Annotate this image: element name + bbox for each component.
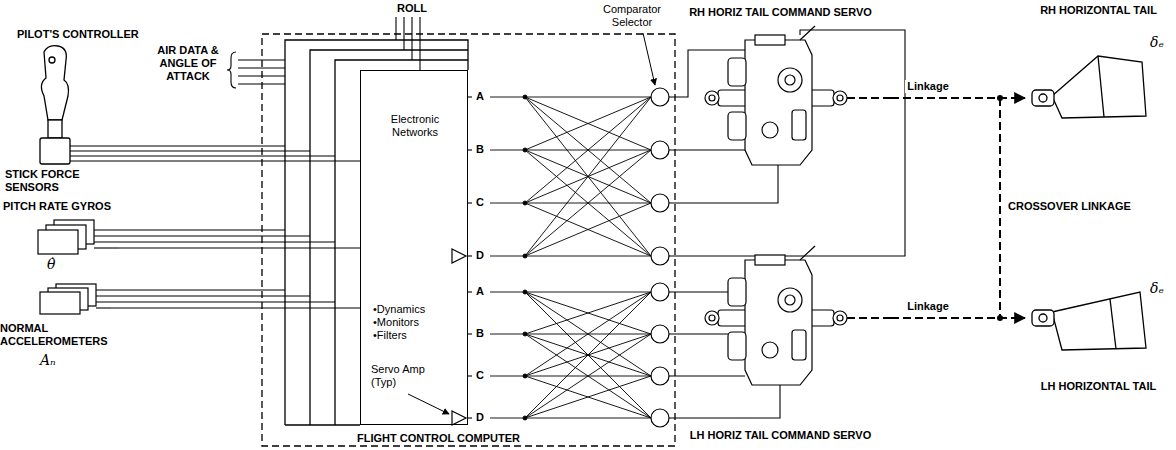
- computer-housing: [262, 34, 675, 446]
- symbol-label: Aₙ: [40, 352, 64, 368]
- connector-label: Linkage: [905, 300, 951, 313]
- leader-line: [408, 394, 449, 414]
- tail-title: LH HORIZONTAL TAIL: [1025, 380, 1172, 393]
- linkage-label: CROSSOVER LINKAGE: [1008, 200, 1158, 213]
- connector-label: Linkage: [905, 80, 951, 93]
- linkage: [847, 98, 1000, 318]
- channel-letter: A: [474, 90, 486, 103]
- cross-strapping: [490, 88, 669, 427]
- leader-line: [643, 33, 655, 85]
- connector: [111, 307, 360, 308]
- channel-letter: A: [474, 285, 486, 298]
- input-label: ROLL: [392, 2, 432, 15]
- channel-letter: B: [474, 327, 486, 340]
- accelerometer-wires: [96, 290, 335, 308]
- control-stick: [40, 46, 70, 164]
- horizontal-tail: LH HORIZONTAL TAIL δₑ: [1025, 280, 1172, 398]
- rate-gyros: [38, 220, 94, 254]
- roll-wires: [396, 17, 420, 70]
- horizontal-tail: [1032, 56, 1146, 118]
- device-title: PITCH RATE GYROS: [3, 200, 119, 213]
- command-servo: LH HORIZ TAIL COMMAND SERVO: [670, 266, 891, 448]
- symbol-label: θ̇: [47, 256, 67, 272]
- computer-board: Electronic Networks •Dynamics •Monitors •…: [360, 70, 468, 425]
- horizontal-tail: RH HORIZONTAL TAIL δₑ: [1025, 4, 1172, 134]
- connector: [891, 97, 1025, 99]
- tail-title: RH HORIZONTAL TAIL: [1025, 4, 1172, 17]
- stick-wires: [70, 146, 335, 161]
- symbol-label: δₑ: [1150, 34, 1170, 50]
- servo-title: LH HORIZ TAIL COMMAND SERVO: [670, 429, 891, 442]
- pitch-rate-gyros: PITCH RATE GYROS θ̇: [3, 200, 119, 276]
- pilot-controller: PILOT'S CONTROLLER STICK FORCE SENSORS: [5, 28, 146, 200]
- connector: [146, 160, 360, 161]
- callout-label: Comparator Selector: [596, 3, 668, 29]
- normal-accelerometers: NORMAL ACCELEROMETERS Aₙ: [0, 282, 111, 372]
- device-title: NORMAL ACCELEROMETERS: [0, 322, 110, 348]
- connector: [891, 317, 1025, 319]
- channel-letter: B: [474, 143, 486, 156]
- input-label: AIR DATA & ANGLE OF ATTACK: [148, 44, 228, 83]
- channel-letter: C: [474, 369, 486, 382]
- connector: [119, 247, 360, 248]
- callout-label: Servo Amp (Typ): [371, 363, 433, 389]
- servo-amplifier: [452, 249, 466, 425]
- device-title: PILOT'S CONTROLLER: [17, 28, 145, 41]
- function-list: •Dynamics •Monitors •Filters: [373, 303, 443, 342]
- servo-actuator: [705, 26, 847, 165]
- air-data-wires: [227, 52, 285, 88]
- accelerometers: [40, 284, 96, 314]
- channel-letter: C: [474, 196, 486, 209]
- channel-boards: [285, 40, 468, 425]
- unit-title: FLIGHT CONTROL COMPUTER: [357, 432, 557, 445]
- channel-letter: D: [474, 411, 486, 424]
- symbol-label: δₑ: [1150, 280, 1170, 296]
- sensor-label: STICK FORCE SENSORS: [5, 168, 89, 194]
- servo-title: RH HORIZ TAIL COMMAND SERVO: [670, 6, 891, 19]
- servo-actuator: [705, 246, 847, 385]
- gyro-wires: [94, 230, 335, 248]
- board-title: Electronic Networks: [367, 113, 463, 139]
- horizontal-tail: [1032, 292, 1146, 350]
- command-servo: RH HORIZ TAIL COMMAND SERVO: [670, 6, 891, 176]
- channel-letter: D: [474, 249, 486, 262]
